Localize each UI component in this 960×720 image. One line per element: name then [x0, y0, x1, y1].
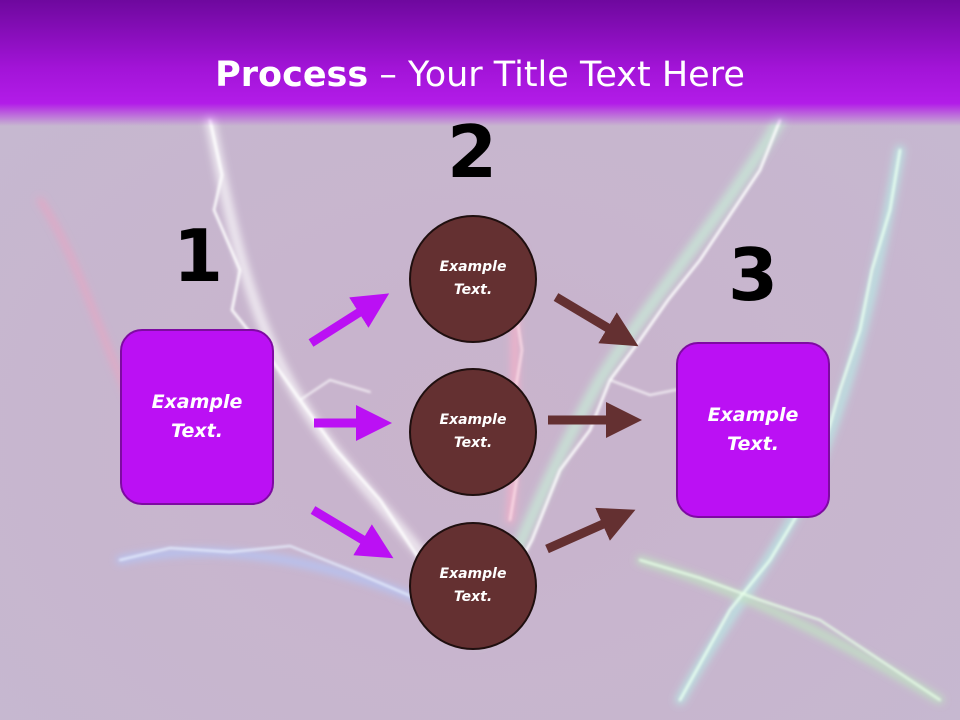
- title-rest: – Your Title Text Here: [368, 55, 745, 95]
- step3-label: Example Text.: [707, 404, 799, 455]
- step2-circle-bottom[interactable]: Example Text.: [409, 522, 537, 650]
- circle-label: Example Text.: [439, 412, 507, 451]
- arrow-1-to-top: [308, 293, 390, 347]
- slide-title: Process – Your Title Text Here: [0, 52, 960, 98]
- circle-label: Example Text.: [439, 566, 507, 605]
- step-number-3: 3: [727, 233, 779, 317]
- circle-label: Example Text.: [439, 259, 507, 298]
- step3-box[interactable]: Example Text.: [676, 342, 830, 518]
- step2-circle-top[interactable]: Example Text.: [409, 215, 537, 343]
- step-number-2: 2: [446, 110, 498, 194]
- step2-circle-middle[interactable]: Example Text.: [409, 368, 537, 496]
- arrow-bottom-to-3: [545, 507, 636, 554]
- arrow-top-to-3: [553, 293, 639, 347]
- title-bold: Process: [215, 55, 369, 95]
- step1-label: Example Text.: [151, 391, 243, 442]
- arrow-1-to-bottom: [310, 506, 394, 559]
- step-number-1: 1: [172, 214, 224, 298]
- title-bar: [0, 0, 960, 126]
- step1-box[interactable]: Example Text.: [120, 329, 274, 505]
